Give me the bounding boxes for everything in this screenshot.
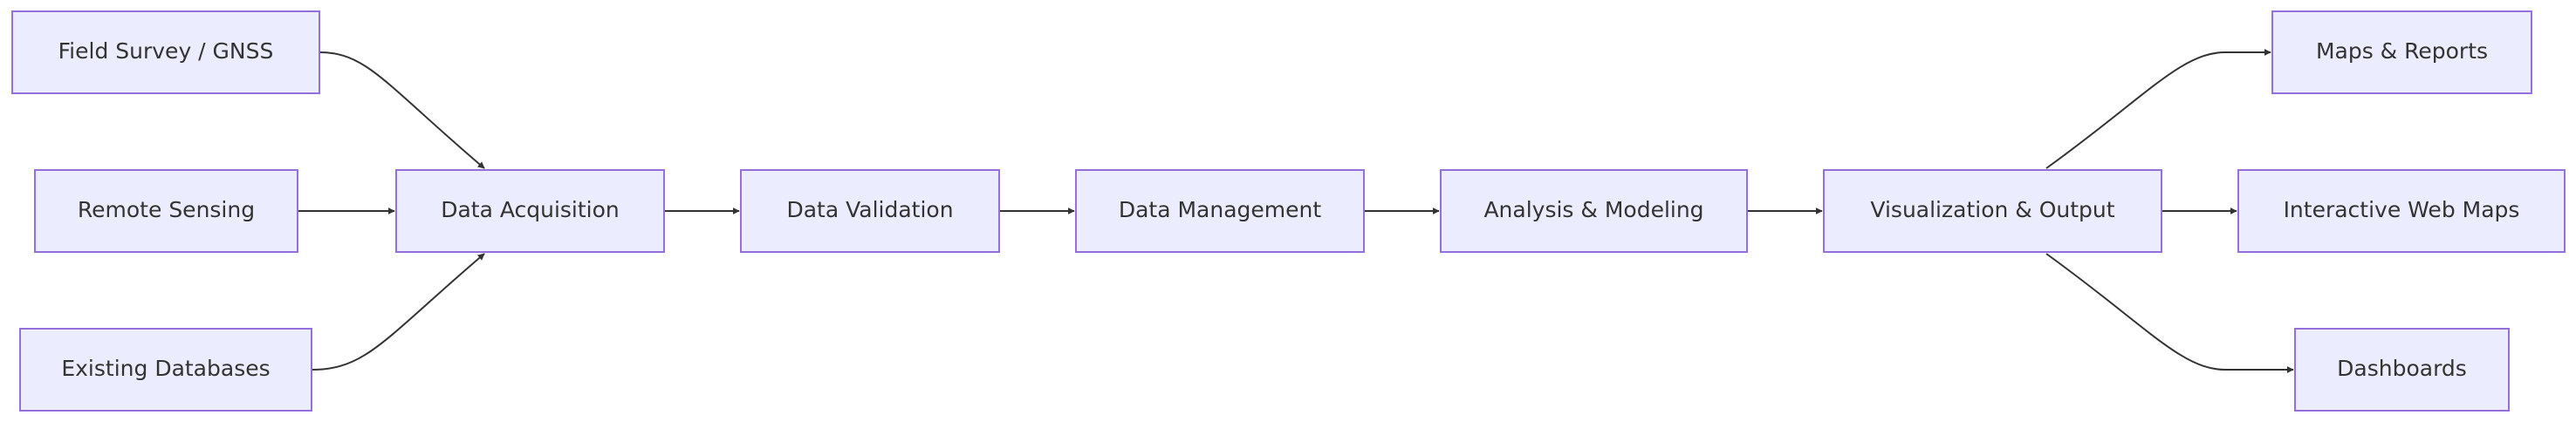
edge-visualization-to-maps-reports bbox=[2045, 49, 2271, 169]
node-label: Data Acquisition bbox=[441, 197, 620, 222]
edge-field-survey-to-acquisition bbox=[319, 51, 485, 169]
node-data-acquisition: Data Acquisition bbox=[395, 169, 665, 253]
edges bbox=[298, 49, 2294, 373]
node-label: Interactive Web Maps bbox=[2284, 197, 2520, 222]
node-remote-sensing: Remote Sensing bbox=[34, 169, 298, 253]
node-maps-reports: Maps & Reports bbox=[2271, 10, 2532, 94]
node-existing-databases: Existing Databases bbox=[19, 328, 312, 412]
node-label: Visualization & Output bbox=[1870, 197, 2114, 222]
node-interactive-web-maps: Interactive Web Maps bbox=[2237, 169, 2566, 253]
node-label: Dashboards bbox=[2337, 356, 2467, 381]
node-label: Data Validation bbox=[786, 197, 953, 222]
node-label: Remote Sensing bbox=[78, 197, 255, 222]
node-label: Maps & Reports bbox=[2316, 38, 2488, 64]
node-label: Analysis & Modeling bbox=[1483, 197, 1703, 222]
node-label: Existing Databases bbox=[61, 356, 270, 381]
edge-visualization-to-dashboards bbox=[2045, 253, 2294, 373]
node-analysis-modeling: Analysis & Modeling bbox=[1440, 169, 1748, 253]
edge-existing-databases-to-acquisition bbox=[311, 253, 485, 371]
node-label: Field Survey / GNSS bbox=[58, 38, 274, 64]
node-label: Data Management bbox=[1119, 197, 1322, 222]
node-data-validation: Data Validation bbox=[740, 169, 1000, 253]
node-data-management: Data Management bbox=[1075, 169, 1365, 253]
node-visualization-output: Visualization & Output bbox=[1823, 169, 2162, 253]
node-dashboards: Dashboards bbox=[2294, 328, 2510, 412]
node-field-survey-gnss: Field Survey / GNSS bbox=[11, 10, 320, 94]
